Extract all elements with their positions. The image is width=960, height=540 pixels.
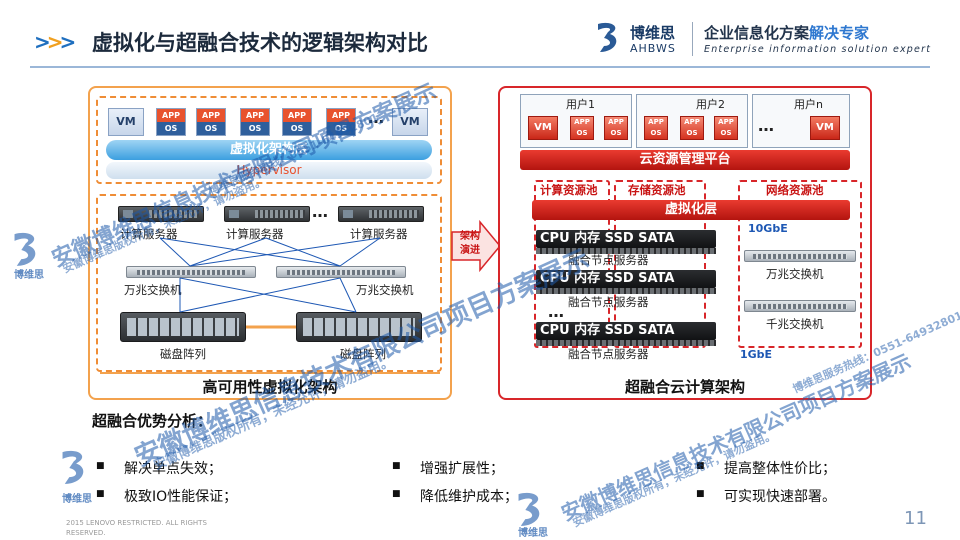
virtualization-layer-bar: 虚拟化架构层 [106,140,432,160]
header-rule [30,66,930,68]
1g-switch-label: 千兆交换机 [766,317,824,331]
server-label: 计算服务器 [120,227,178,241]
logo-text-en: AHBWS [630,42,676,55]
hyperconverged-architecture-title: 超融合云计算架构 [624,378,745,396]
10gbe-label: 10GbE [748,222,788,235]
network-pool-box [738,180,862,348]
compute-pool-box [534,180,610,348]
slogan: 企业信息化方案解决专家 [704,24,870,42]
watermark-logo-icon [518,492,540,526]
1g-switch-icon [744,300,856,312]
header-divider [692,22,693,56]
node-label: 融合节点服务器 [568,295,649,309]
ellipsis: … [548,302,564,321]
user-label: 用户n [794,98,823,111]
advantage-item: 解决单点失效； [96,458,222,478]
server-label: 计算服务器 [350,227,408,241]
watermark-logo-icon [62,450,84,484]
copyright-notice: 2015 LENOVO RESTRICTED. ALL RIGHTS RESER… [66,519,207,537]
analysis-heading: 超融合优势分析： [92,412,213,430]
watermark-logo-icon [14,232,36,266]
chevron-right-icon: >>> [34,30,76,54]
hypervisor-bar: Hypervisor [106,162,432,179]
compute-server-icon [118,206,204,222]
virtualization-architecture-title: 高可用性虚拟化架构 [202,378,338,396]
switch-icon [276,266,406,278]
node-drive-bay [536,248,716,254]
advantage-item: 极致IO性能保证； [96,486,237,506]
node-label: 融合节点服务器 [568,253,649,267]
vm-icon: VM [108,108,144,136]
disk-array-label: 磁盘阵列 [160,347,206,361]
10g-switch-icon [744,250,856,262]
advantage-item: 提高整体性价比； [696,458,836,478]
node-label: 融合节点服务器 [568,347,649,361]
advantage-item: 增强扩展性； [392,458,504,478]
compute-server-icon [338,206,424,222]
disk-array-label: 磁盘阵列 [340,347,386,361]
slide-header: >>> 虚拟化与超融合技术的逻辑架构对比 博维思 AHBWS 企业信息化方案解决… [0,0,960,70]
switch-label: 万兆交换机 [356,283,414,297]
advantage-item: 降低维护成本； [392,486,518,506]
virtualization-layer-bar: 虚拟化层 [532,200,850,220]
page-number: 11 [904,508,927,529]
vm-icon: VM [392,108,428,136]
network-pool-label: 网络资源池 [766,183,824,197]
evolution-arrow-label: 架构演进 [460,231,480,256]
ellipsis: … [758,116,774,135]
ellipsis: … [368,108,384,127]
disk-array-icon [296,312,422,342]
10g-switch-label: 万兆交换机 [766,267,824,281]
cloud-resource-platform-bar: 云资源管理平台 [520,150,850,170]
storage-pool-box [614,180,706,348]
node-drive-bay [536,340,716,346]
logo-text-cn: 博维思 [630,24,676,42]
converged-node-server: CPU 内存 SSD SATA [536,270,716,288]
slogan-en: Enterprise information solution expert [704,44,932,55]
server-label: 计算服务器 [226,227,284,241]
user-label: 用户2 [696,98,725,111]
converged-node-server: CPU 内存 SSD SATA [536,230,716,248]
switch-label: 万兆交换机 [124,283,182,297]
storage-pool-label: 存储资源池 [628,183,686,197]
page-title: 虚拟化与超融合技术的逻辑架构对比 [92,31,428,55]
ellipsis: … [312,202,328,221]
hardware-layer-box [96,194,442,372]
panel-divider [100,372,440,374]
watermark-logo-text: 博维思 [62,494,92,505]
compute-pool-label: 计算资源池 [540,183,598,197]
logo-mark-icon [598,22,617,52]
converged-node-server: CPU 内存 SSD SATA [536,322,716,340]
compute-server-icon [224,206,310,222]
vm-icon: VM [528,116,558,140]
disk-array-icon [120,312,246,342]
watermark: 安徽博维思版权所有，未经允许，请勿盗用。 [570,428,778,530]
watermark-logo-text: 博维思 [14,270,44,281]
company-logo: 博维思 AHBWS [594,20,694,60]
user-label: 用户1 [566,98,595,111]
1gbe-label: 1GbE [740,348,773,361]
vm-icon: VM [810,116,840,140]
advantage-item: 可实现快速部署。 [696,486,836,506]
watermark-logo-text: 博维思 [518,528,548,539]
node-drive-bay [536,288,716,294]
vm-layer-box [96,96,442,184]
switch-icon [126,266,256,278]
